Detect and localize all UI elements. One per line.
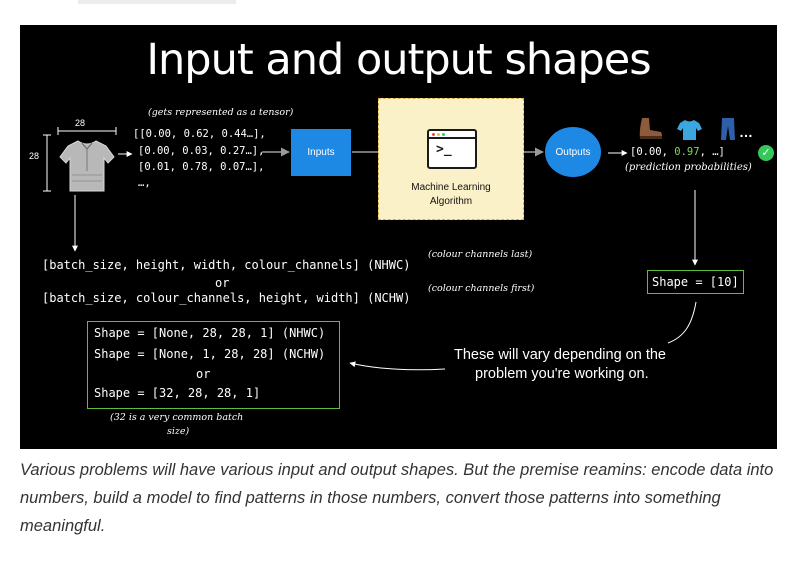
output-shape-box: Shape = [10] [647,270,744,294]
input-shapes-box: Shape = [None, 28, 28, 1] (NHWC) Shape =… [87,321,340,409]
trousers-icon [721,118,735,140]
output-ellipsis: … [739,124,753,140]
curve-note-to-input-shapes [349,361,446,371]
input-shapes-or: or [196,367,211,381]
inputs-label: Inputs [307,147,335,158]
format-or: or [215,276,230,290]
tensor-note: (gets represented as a tensor) [148,107,294,118]
inputs-node: Inputs [291,129,351,176]
cropped-highlight [78,0,236,4]
batch-note-line2: size) [167,426,190,437]
diagram-title: Input and output shapes [146,35,651,85]
boot-icon [639,118,662,139]
terminal-window-icon: >_ [427,129,477,169]
tensor-row-3: [0.01, 0.78, 0.07…], [138,161,265,173]
output-shape: Shape = [10] [652,275,739,289]
nhwc-note: (colour channels last) [428,249,533,260]
tshirt-icon [677,120,702,140]
input-shape-nchw: Shape = [None, 1, 28, 28] (NCHW) [94,347,326,361]
input-shape-batch: Shape = [32, 28, 28, 1] [94,386,261,400]
outputs-node: Outputs [545,127,601,177]
figure-caption: Various problems will have various input… [20,461,774,535]
ml-algorithm-node: >_ Machine Learning Algorithm [378,98,524,220]
tensor-row-4: …, [138,177,151,189]
curve-shape-to-note [667,301,697,344]
output-values-open: [0.00, [630,146,675,158]
shapes-diagram: Input and output shapes 28 28 [20,25,777,449]
outputs-label: Outputs [555,146,591,158]
nchw-note: (colour channels first) [428,283,535,294]
vary-note-line2: problem you're working on. [475,366,649,382]
check-icon: ✓ [758,145,774,161]
ml-label-line2: Algorithm [429,196,473,207]
nhwc-format: [batch_size, height, width, colour_chann… [42,258,411,272]
output-values: [0.00, 0.97, …] [630,146,725,158]
tensor-row-1: [[0.00, 0.62, 0.44…], [133,128,266,140]
nchw-format: [batch_size, colour_channels, height, wi… [42,291,411,305]
image-width-label: 28 [75,118,86,128]
diagram-drawing [43,118,735,371]
input-shape-nhwc: Shape = [None, 28, 28, 1] (NHWC) [94,326,326,340]
batch-note-line1: (32 is a very common batch [110,412,244,423]
shirt-icon [59,140,115,192]
output-values-highlight: 0.97 [674,146,700,158]
cropped-header [0,0,800,20]
image-height-label: 28 [29,151,40,161]
prediction-note: (prediction probabilities) [625,162,752,173]
ml-label-line1: Machine Learning [411,182,491,193]
output-values-close: , …] [699,146,725,158]
vary-note-line1: These will vary depending on the [454,347,666,363]
tensor-row-2: [0.00, 0.03, 0.27…], [138,145,265,157]
